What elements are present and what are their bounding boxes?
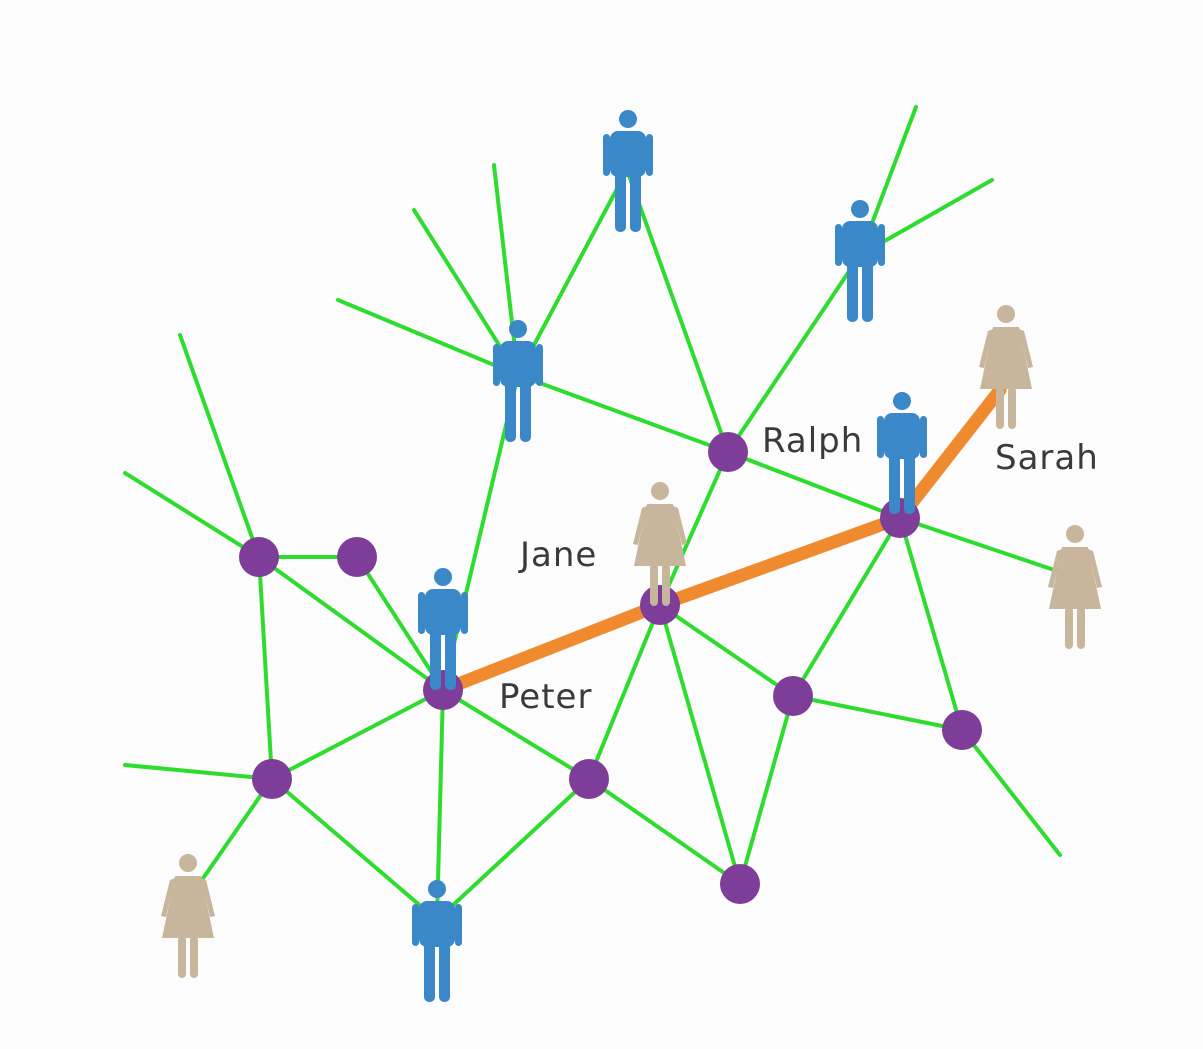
male-person-icon — [835, 200, 885, 322]
edge — [658, 450, 730, 607]
network-node — [252, 759, 292, 799]
male-person-icon — [493, 320, 543, 442]
edge — [898, 516, 964, 732]
network-node — [640, 585, 680, 625]
edge — [435, 777, 591, 922]
network-node — [569, 759, 609, 799]
label-sarah: Sarah — [995, 438, 1099, 478]
edge — [791, 516, 902, 698]
network-node — [773, 676, 813, 716]
edge — [960, 728, 1062, 857]
edge — [270, 688, 445, 781]
person-figures — [161, 110, 1102, 1002]
edge — [355, 555, 445, 692]
edge — [123, 763, 274, 781]
edge — [336, 298, 520, 377]
edge — [492, 163, 520, 377]
network-node — [708, 432, 748, 472]
female-person-icon-sarah — [979, 305, 1033, 429]
label-peter: Peter — [499, 677, 592, 717]
female-person-icon — [161, 854, 215, 978]
edge — [516, 168, 629, 377]
edge — [726, 450, 902, 520]
edge — [516, 373, 730, 454]
edge — [257, 555, 445, 692]
edge — [658, 603, 795, 698]
network-node — [423, 670, 463, 710]
network-node — [720, 864, 760, 904]
network-node — [337, 537, 377, 577]
female-person-icon — [1048, 525, 1102, 649]
label-jane: Jane — [518, 535, 597, 575]
edge — [441, 688, 591, 781]
male-person-icon — [603, 110, 653, 232]
female-person-icon-jane — [633, 482, 687, 606]
network-node — [239, 537, 279, 577]
edge — [178, 333, 261, 559]
edge — [587, 603, 662, 781]
edge — [658, 603, 742, 886]
edge — [270, 777, 439, 922]
edge — [898, 516, 1077, 579]
highlighted-connection-path — [436, 383, 1007, 697]
network-node — [942, 710, 982, 750]
edge — [257, 555, 274, 781]
edge — [587, 777, 742, 886]
label-ralph: Ralph — [762, 421, 863, 461]
edge — [738, 694, 795, 886]
edge — [625, 168, 730, 454]
edge — [726, 253, 862, 454]
network-edges — [123, 105, 1077, 922]
edge — [123, 471, 261, 559]
male-person-icon-ralph — [877, 392, 927, 514]
male-person-icon-peter — [418, 568, 468, 690]
male-person-icon — [412, 880, 462, 1002]
edge — [791, 694, 964, 732]
